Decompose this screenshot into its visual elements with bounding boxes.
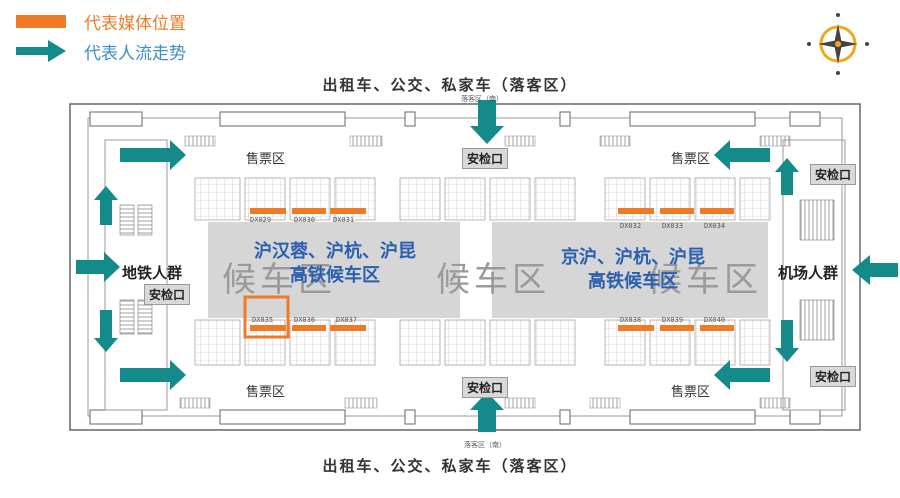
bottom-hatch	[179, 397, 791, 409]
left-escalators	[119, 204, 153, 335]
road-label-bottom: 出租车、公交、私家车（落客区）	[322, 457, 578, 475]
bottom-facade	[89, 409, 821, 425]
waiting-zone-left-line2: 高铁候车区	[290, 265, 380, 286]
media-bar	[250, 208, 286, 214]
waiting-zone-left-title: 沪汉蓉、沪杭、沪昆 高铁候车区	[222, 240, 448, 288]
security-checkpoint-top: 安检口	[462, 148, 509, 169]
waiting-zone-right-panel	[492, 222, 768, 318]
gate-code: DX031	[333, 216, 355, 224]
media-positions	[250, 208, 734, 331]
gate-code: DX039	[662, 316, 684, 324]
ticket-area-label: 售票区	[246, 385, 286, 400]
gate-code: DX035	[252, 316, 274, 324]
waiting-watermark-center: 候车区	[436, 260, 550, 300]
media-bar	[330, 208, 366, 214]
gate-code: DX040	[704, 316, 726, 324]
highlight-box	[243, 295, 290, 339]
waiting-zone-right-line2: 高铁候车区	[588, 271, 678, 292]
legend: 代表媒体位置 代表人流走势	[16, 6, 186, 66]
gate-code: DX038	[620, 316, 642, 324]
flow-arrows	[76, 100, 898, 432]
gate-code: DX037	[336, 316, 358, 324]
flow-arrow-icon	[470, 392, 504, 432]
flow-arrow-icon	[775, 158, 799, 195]
upper-blocks	[194, 177, 771, 221]
flow-arrow-icon	[714, 360, 770, 390]
drop-off-label-bottom: 落客区（南）	[464, 441, 506, 449]
waiting-watermark-right: 候车区	[648, 260, 762, 300]
security-checkpoint-right-bottom: 安检口	[810, 366, 857, 387]
top-facade	[89, 111, 821, 127]
waiting-zone-left-line1: 沪汉蓉、沪杭、沪昆	[254, 241, 416, 262]
flow-arrow-icon	[714, 140, 770, 170]
media-bar	[292, 325, 326, 331]
media-bar	[660, 208, 694, 214]
waiting-zone-right-line1: 京沪、沪杭、沪昆	[561, 247, 705, 268]
legend-flow-label: 代表人流走势	[84, 43, 186, 64]
media-bar	[618, 208, 654, 214]
flow-arrow-icon	[94, 186, 118, 225]
ticket-area-label: 售票区	[671, 385, 711, 400]
flow-arrow-icon	[16, 40, 66, 62]
waiting-zone-right-title: 京沪、沪杭、沪昆 高铁候车区	[530, 246, 736, 294]
gate-code: DX034	[704, 222, 726, 230]
waiting-watermark-left: 候车区	[222, 260, 336, 300]
media-bar	[250, 325, 286, 331]
legend-flow-row: 代表人流走势	[16, 36, 186, 66]
gate-code: DX036	[294, 316, 316, 324]
compass-icon	[807, 13, 869, 75]
flow-arrow-icon	[94, 310, 118, 352]
airport-crowd-label: 机场人群	[778, 264, 839, 282]
flow-arrow-icon	[76, 252, 120, 282]
drop-off-label-top: 落客区（南）	[461, 95, 503, 103]
gate-code: DX029	[250, 216, 272, 224]
gate-code: DX032	[620, 222, 642, 230]
right-escalators	[799, 199, 835, 341]
media-bar	[292, 208, 326, 214]
gate-code: DX033	[662, 222, 684, 230]
media-bar	[700, 325, 734, 331]
media-bar	[700, 208, 734, 214]
ticket-area-label: 售票区	[671, 152, 711, 167]
security-checkpoint-left: 安检口	[144, 284, 191, 305]
flow-arrow-icon	[120, 360, 186, 390]
legend-media-label: 代表媒体位置	[84, 13, 186, 34]
gate-code: DX030	[294, 216, 316, 224]
flow-arrow-icon	[120, 140, 186, 170]
top-hatch	[184, 135, 791, 147]
security-checkpoint-bottom: 安检口	[462, 377, 509, 398]
media-bar	[618, 325, 654, 331]
flow-arrow-icon	[775, 320, 799, 362]
flow-arrow-icon	[852, 255, 898, 285]
road-label-top: 出租车、公交、私家车（落客区）	[322, 76, 578, 94]
media-bar	[660, 325, 694, 331]
media-swatch	[16, 14, 66, 28]
ticket-area-label: 售票区	[246, 152, 286, 167]
legend-media-row: 代表媒体位置	[16, 6, 186, 36]
flow-arrow-icon	[470, 100, 504, 144]
media-bar	[330, 325, 366, 331]
security-checkpoint-right-top: 安检口	[810, 164, 857, 185]
metro-crowd-label: 地铁人群	[122, 264, 183, 282]
waiting-zone-left-panel	[208, 222, 460, 318]
